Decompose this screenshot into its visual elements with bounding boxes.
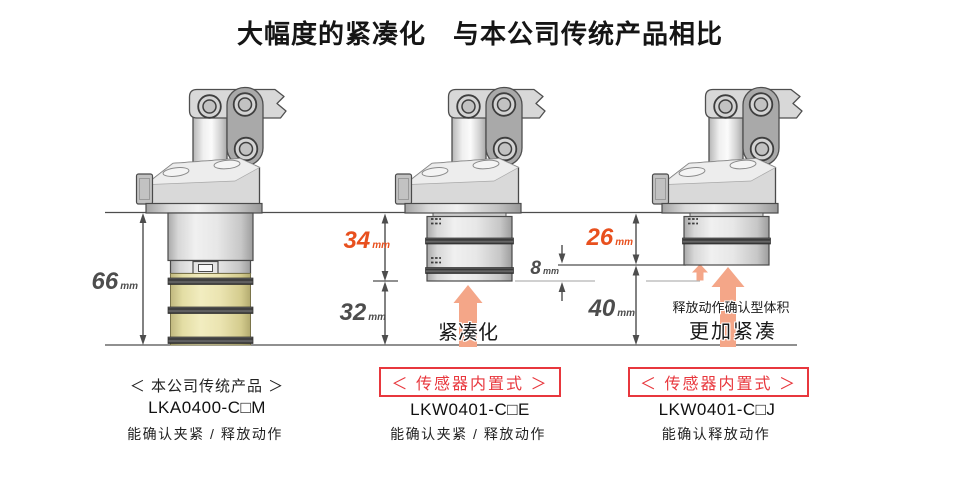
sensor-type-badge-label: ＜ 传感器内置式 ＞ [640,376,797,393]
small-up-arrow [692,264,708,281]
dim-32-arrow [381,281,389,345]
dim-34-arrow [381,213,389,281]
dim-66-arrow [139,213,147,345]
page-title: 大幅度的紧凑化 与本公司传统产品相比 [236,19,724,49]
product-traditional-illustration [135,86,287,346]
more-compact-annotation: 更加紧凑 [689,321,777,343]
release-volume-annotation: 释放动作确认型体积 [672,300,790,315]
dim-26-arrow [632,213,640,265]
sensor-type-badge: ＜ 传感器内置式 ＞ [628,367,809,397]
more-compact-up-arrow [711,267,745,347]
improvement-arrows [453,264,745,347]
product-sensor-e-model: LKW0401-C□E [410,400,530,419]
product-traditional-label: ＜ 本公司传统产品 ＞ [129,378,285,395]
dim-8-arrow [558,245,566,301]
dim-40-arrow [632,265,640,345]
product-traditional-model: LKA0400-C□M [148,398,266,417]
sensor-type-badge: ＜ 传感器内置式 ＞ [379,367,561,397]
product-sensor-e-description: 能确认夹紧 / 释放动作 [390,426,546,442]
product-sensor-e-illustration [394,86,546,282]
product-sensor-j-description: 能确认释放动作 [661,426,771,442]
product-traditional-description: 能确认夹紧 / 释放动作 [127,426,283,442]
product-sensor-j-illustration [651,86,803,266]
product-sensor-j-model: LKW0401-C□J [658,400,776,419]
sensor-type-badge-label: ＜ 传感器内置式 ＞ [391,376,549,393]
compact-up-arrow [453,285,483,347]
dimension-arrows [139,213,640,345]
compact-annotation: 紧凑化 [438,322,498,344]
